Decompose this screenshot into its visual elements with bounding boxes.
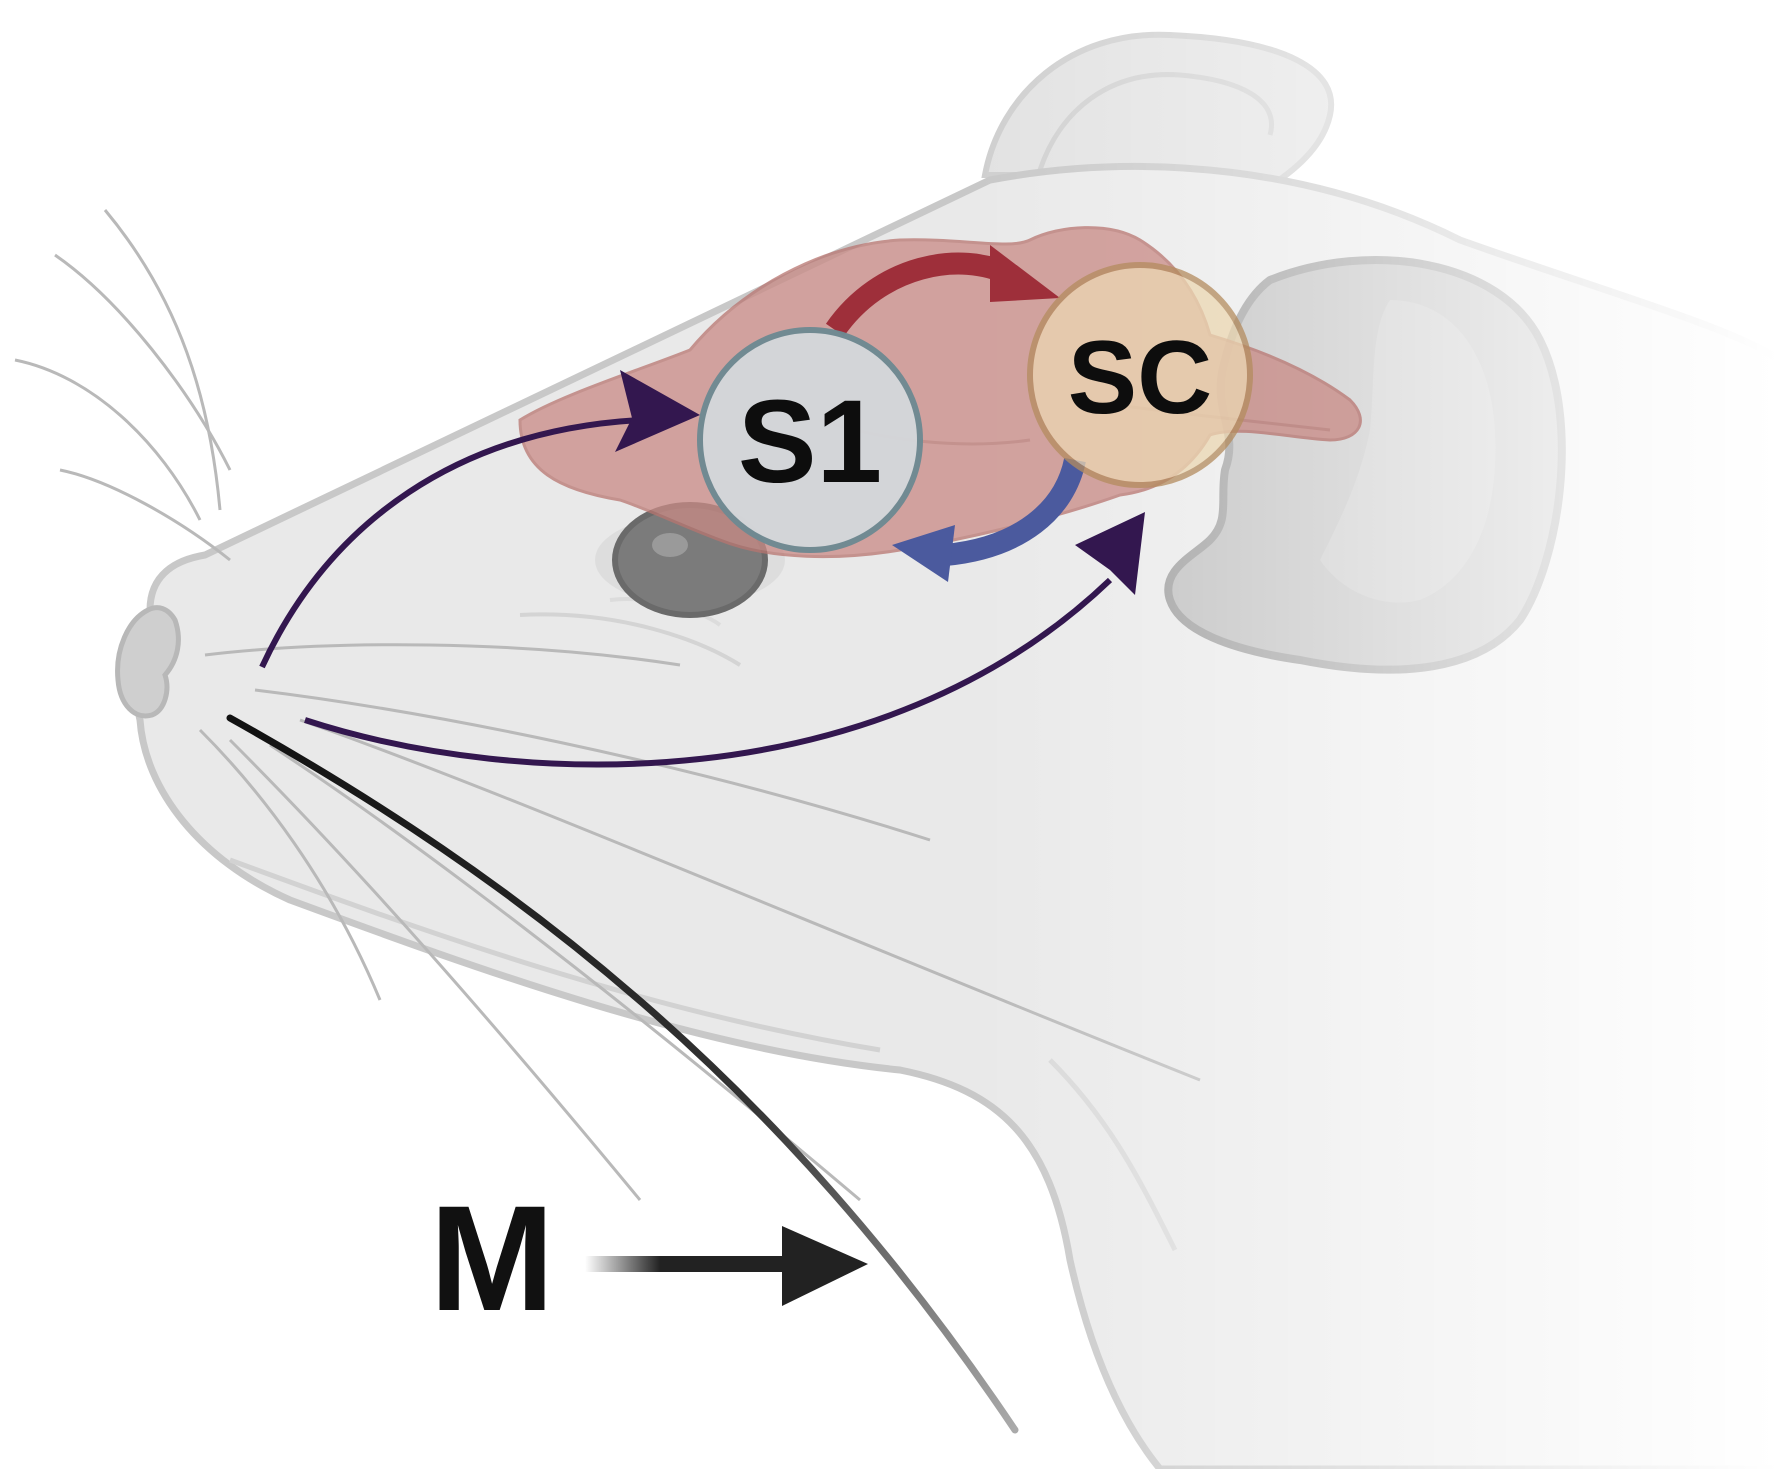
node-s1-label: S1: [738, 376, 882, 508]
node-s1: S1: [697, 327, 923, 553]
movement-arrow: [585, 1226, 868, 1306]
sc-to-s1-arrow: [892, 457, 1086, 582]
highlighted-whisker: [226, 714, 1019, 1434]
movement-label: M: [430, 1174, 555, 1342]
afferent-to-s1-arrow: [259, 370, 700, 669]
node-sc-label: SC: [1068, 320, 1212, 436]
s1-to-sc-arrow: [825, 245, 1060, 337]
afferent-to-sc-arrow: [304, 512, 1145, 768]
node-sc: SC: [1027, 262, 1253, 488]
